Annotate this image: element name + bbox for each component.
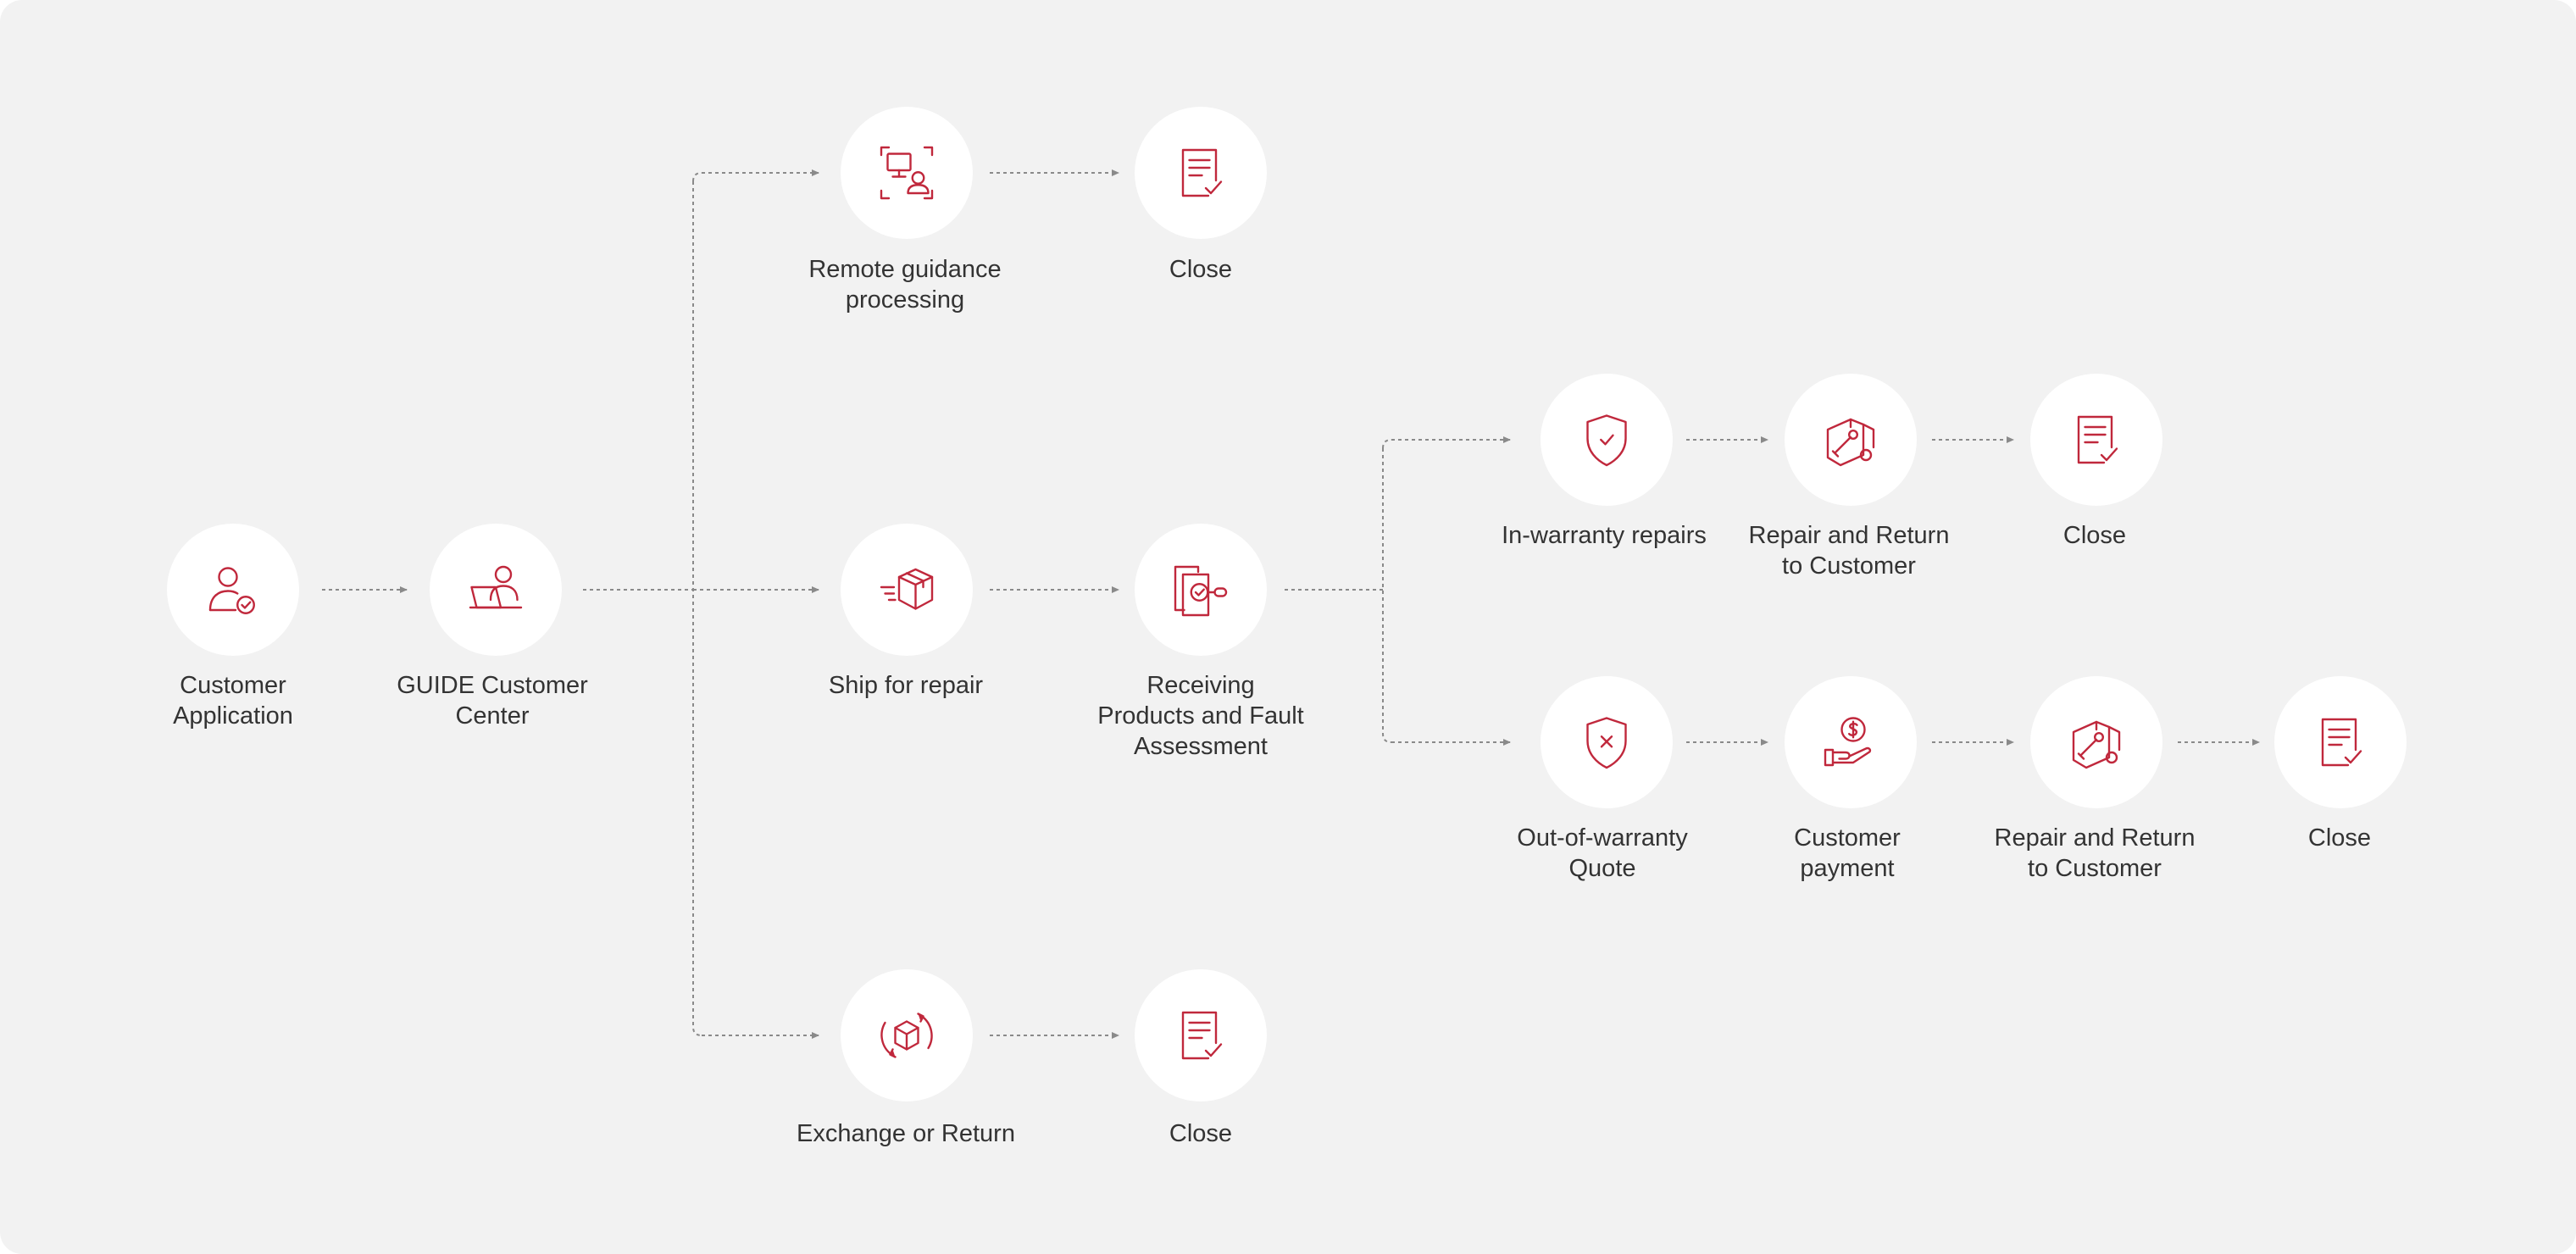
label-close-in-warranty: Close [2062, 522, 2127, 549]
label-customer-payment: Customer payment [1794, 824, 1901, 882]
node-close-in-warranty [2030, 374, 2162, 506]
node-close-exchange [1135, 969, 1267, 1101]
connector-warranty-spine [1382, 439, 1392, 743]
label-close-exchange: Close [1169, 1120, 1233, 1147]
repair-box-icon [2072, 720, 2121, 769]
remote-screen-user-icon [880, 146, 934, 200]
node-ship-for-repair [841, 524, 973, 656]
document-check-icon [1181, 148, 1223, 197]
node-guide-customer-center [430, 524, 562, 656]
label-ship-for-repair: Ship for repair [828, 672, 984, 699]
label-customer-application: Customer Application [173, 672, 293, 730]
label-receiving-assessment: Receiving Products and Fault Assessment [1097, 672, 1304, 760]
node-customer-application [167, 524, 299, 656]
label-guide-customer-center: GUIDE Customer Center [397, 672, 588, 730]
node-out-of-warranty [1541, 676, 1673, 808]
user-check-icon [208, 567, 255, 614]
shield-x-icon [1586, 717, 1627, 769]
document-inspect-icon [1174, 565, 1228, 617]
box-cycle-icon [880, 1013, 933, 1058]
node-repair-return-2 [2030, 676, 2162, 808]
repair-box-icon [1826, 418, 1875, 467]
label-exchange-return: Exchange or Return [797, 1120, 1015, 1147]
shield-check-icon [1586, 414, 1627, 467]
label-remote-guidance: Remote guidance processing [808, 256, 1002, 314]
node-in-warranty [1541, 374, 1673, 506]
connector-branch-spine [692, 172, 702, 1036]
node-remote-guidance [841, 107, 973, 239]
node-exchange-return [841, 969, 973, 1101]
node-close-out-warranty [2274, 676, 2407, 808]
document-check-icon [2077, 415, 2118, 464]
label-in-warranty: In-warranty repairs [1502, 522, 1707, 549]
laptop-user-icon [469, 565, 523, 609]
node-receiving-assessment [1135, 524, 1267, 656]
node-repair-return-1 [1785, 374, 1917, 506]
label-close-remote: Close [1169, 256, 1233, 283]
node-customer-payment [1785, 676, 1917, 808]
node-close-remote [1135, 107, 1267, 239]
hand-coin-icon [1824, 717, 1872, 767]
label-repair-return-2: Repair and Return to Customer [1994, 824, 2196, 882]
document-check-icon [2321, 718, 2362, 767]
label-repair-return-1: Repair and Return to Customer [1748, 522, 1950, 580]
label-out-of-warranty: Out-of-warranty Quote [1517, 824, 1688, 882]
document-check-icon [1181, 1011, 1223, 1060]
shipping-box-icon [880, 568, 934, 610]
label-close-out-warranty: Close [2307, 824, 2372, 852]
